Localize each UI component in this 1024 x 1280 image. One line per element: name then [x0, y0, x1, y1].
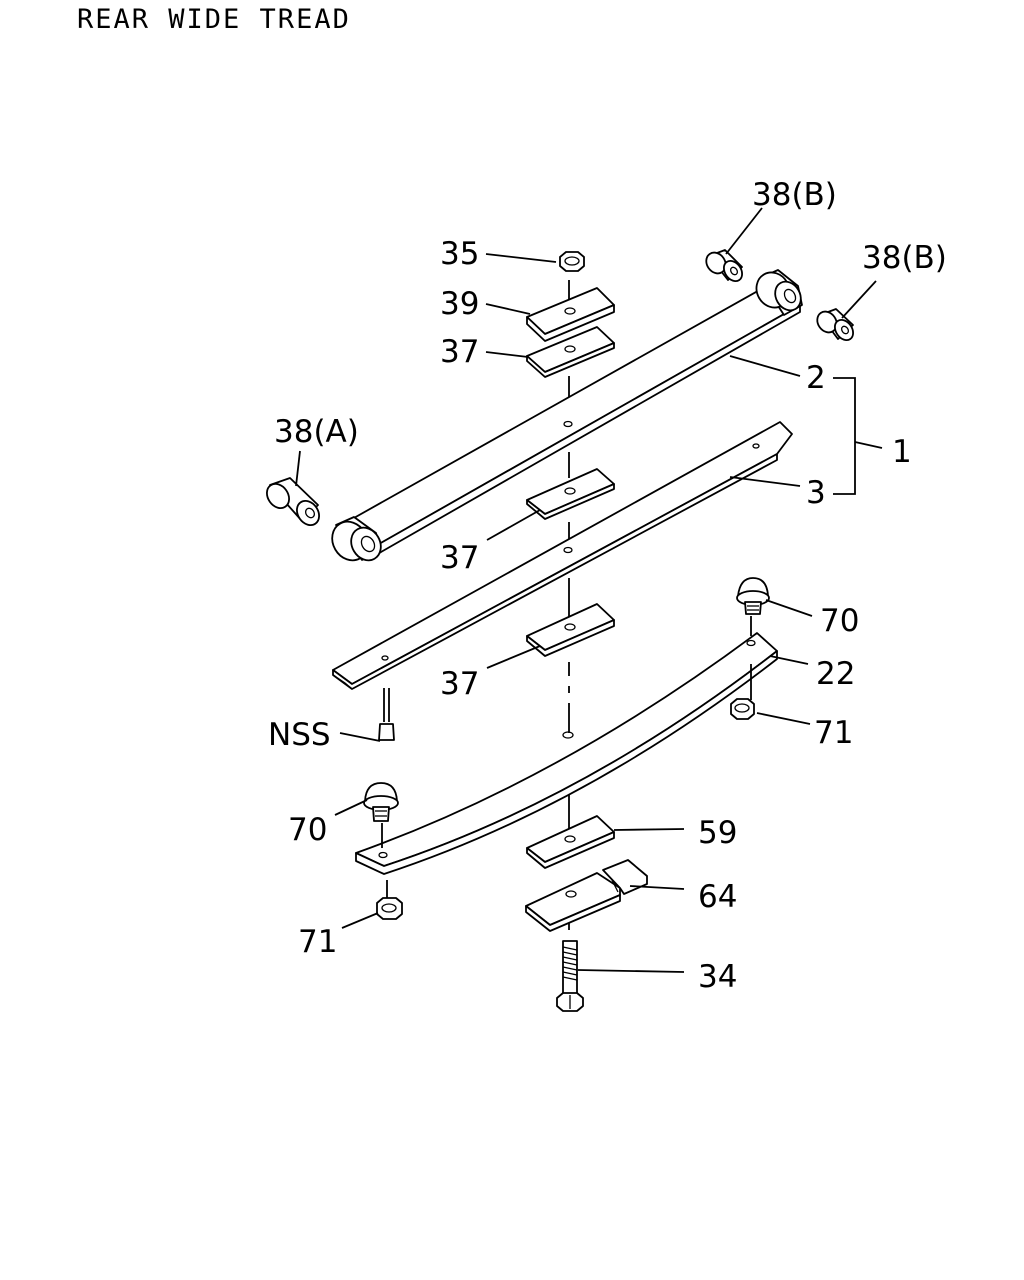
callout-70-left: 70 — [288, 812, 327, 848]
leader-lines — [295, 207, 883, 973]
plate-59 — [526, 815, 615, 869]
callout-35: 35 — [440, 236, 479, 272]
callout-64: 64 — [698, 879, 737, 915]
callout-70-right: 70 — [820, 603, 859, 639]
nss-screw — [378, 688, 395, 741]
callout-nss: NSS — [268, 717, 331, 753]
nut-35 — [559, 251, 585, 272]
nut-71-right — [730, 698, 755, 720]
bushing-38a — [266, 477, 320, 526]
callout-38b-right: 38(B) — [862, 240, 947, 276]
plate-37-low — [526, 603, 615, 657]
callout-38b-top: 38(B) — [752, 177, 837, 213]
bump-stop-70-right — [736, 577, 770, 700]
overload-leaf-22 — [355, 632, 778, 875]
plate-37-top — [526, 326, 615, 378]
bushing-38b-right — [816, 308, 854, 342]
bump-stop-70-left — [363, 782, 399, 898]
nut-71-left — [376, 897, 403, 920]
callout-34: 34 — [698, 959, 737, 995]
plate-37-mid — [526, 468, 615, 520]
plate-39 — [526, 287, 615, 342]
callout-59: 59 — [698, 815, 737, 851]
callout-71-right: 71 — [814, 715, 853, 751]
callout-37-mid: 37 — [440, 540, 479, 576]
main-leaf-2 — [331, 269, 803, 562]
callout-38a: 38(A) — [274, 414, 359, 450]
callout-22: 22 — [816, 656, 855, 692]
bracket-64 — [525, 859, 648, 932]
bolt-34 — [556, 940, 584, 1012]
callout-1: 1 — [892, 434, 912, 470]
callout-labels: 38(B) 38(B) 35 39 37 2 1 3 38(A) 37 70 2… — [268, 177, 947, 995]
callout-39: 39 — [440, 286, 479, 322]
bushing-38b-top — [705, 249, 743, 283]
callout-37-top: 37 — [440, 334, 479, 370]
diagram-title: REAR WIDE TREAD — [77, 4, 351, 35]
second-leaf-3 — [332, 421, 793, 690]
callout-2: 2 — [806, 360, 826, 396]
callout-3: 3 — [806, 475, 826, 511]
callout-37-low: 37 — [440, 666, 479, 702]
callout-71-left: 71 — [298, 924, 337, 960]
